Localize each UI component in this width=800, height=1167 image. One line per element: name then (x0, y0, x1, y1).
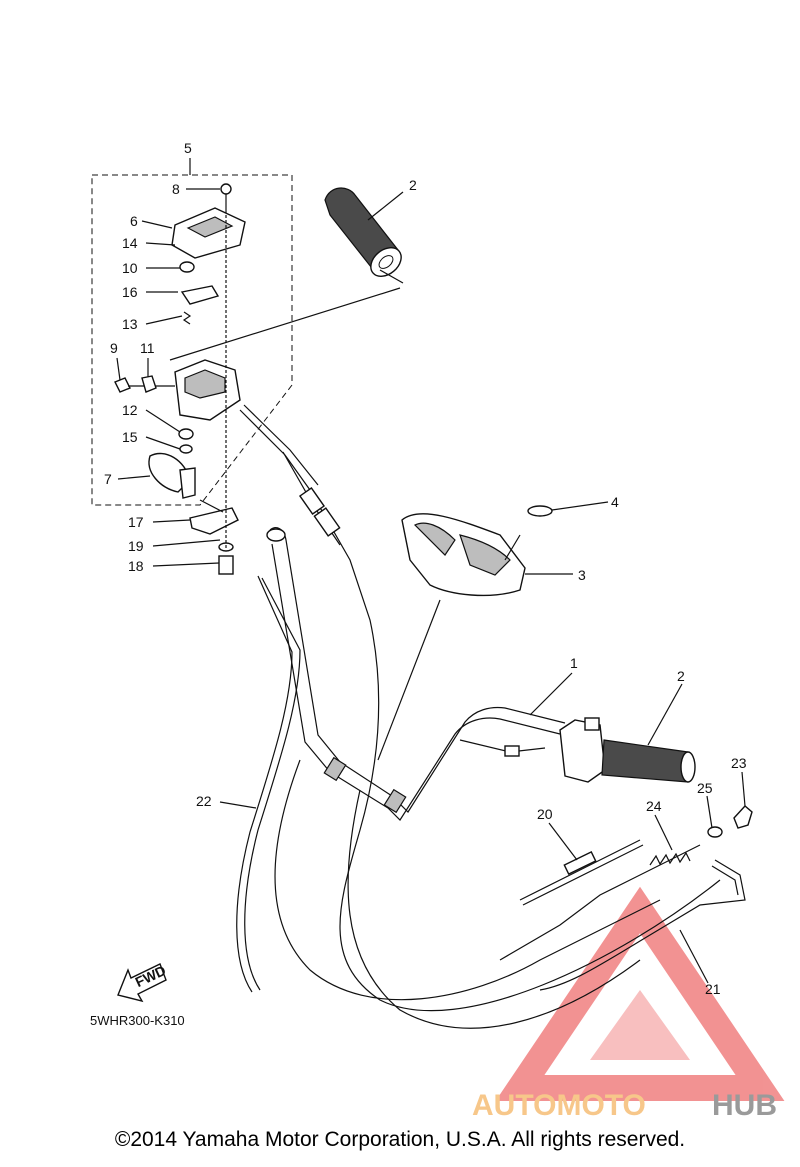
callout-22: 22 (196, 793, 212, 809)
callout-14: 14 (122, 235, 138, 251)
callout-19: 19 (128, 538, 144, 554)
callout-12: 12 (122, 402, 138, 418)
callout-2-upper: 2 (409, 177, 417, 193)
callout-23: 23 (731, 755, 747, 771)
right-grip (601, 739, 696, 783)
callout-9: 9 (110, 340, 118, 356)
callout-5: 5 (184, 140, 192, 156)
throttle-housing (559, 717, 606, 783)
copyright-notice: ©2014 Yamaha Motor Corporation, U.S.A. A… (114, 1128, 686, 1151)
callout-15: 15 (122, 429, 138, 445)
callouts: 5 8 6 14 10 16 13 9 11 12 15 7 17 19 18 … (104, 140, 747, 997)
callout-4: 4 (611, 494, 619, 510)
diagram-code: 5WHR300-K310 (90, 1013, 185, 1028)
callout-3: 3 (578, 567, 586, 583)
callout-11: 11 (140, 340, 155, 356)
callout-24: 24 (646, 798, 662, 814)
callout-16: 16 (122, 284, 138, 300)
handlebar-pad (401, 505, 553, 597)
callout-2-lower: 2 (677, 668, 685, 684)
watermark-text-part2: HUB (712, 1089, 777, 1122)
left-grip (324, 187, 402, 277)
callout-6: 6 (130, 213, 138, 229)
watermark-text-part1: AUTOMOTO (472, 1089, 646, 1122)
callout-25: 25 (697, 780, 713, 796)
callout-18: 18 (128, 558, 144, 574)
leader-lines (116, 158, 746, 984)
callout-10: 10 (122, 260, 138, 276)
callout-20: 20 (537, 806, 553, 822)
callout-21: 21 (705, 981, 721, 997)
callout-17: 17 (128, 514, 144, 530)
handlebar (266, 527, 566, 821)
callout-7: 7 (104, 471, 112, 487)
watermark-text: AUTOMOTO HUB (472, 1089, 777, 1122)
callout-8: 8 (172, 181, 180, 197)
switch-assembly (114, 183, 246, 575)
callout-1: 1 (570, 655, 578, 671)
assembly-dashed-box (91, 174, 293, 506)
callout-13: 13 (122, 316, 138, 332)
watermark-logo (495, 886, 785, 1101)
fwd-arrow: FWD (117, 962, 168, 1003)
cables (236, 404, 753, 1029)
